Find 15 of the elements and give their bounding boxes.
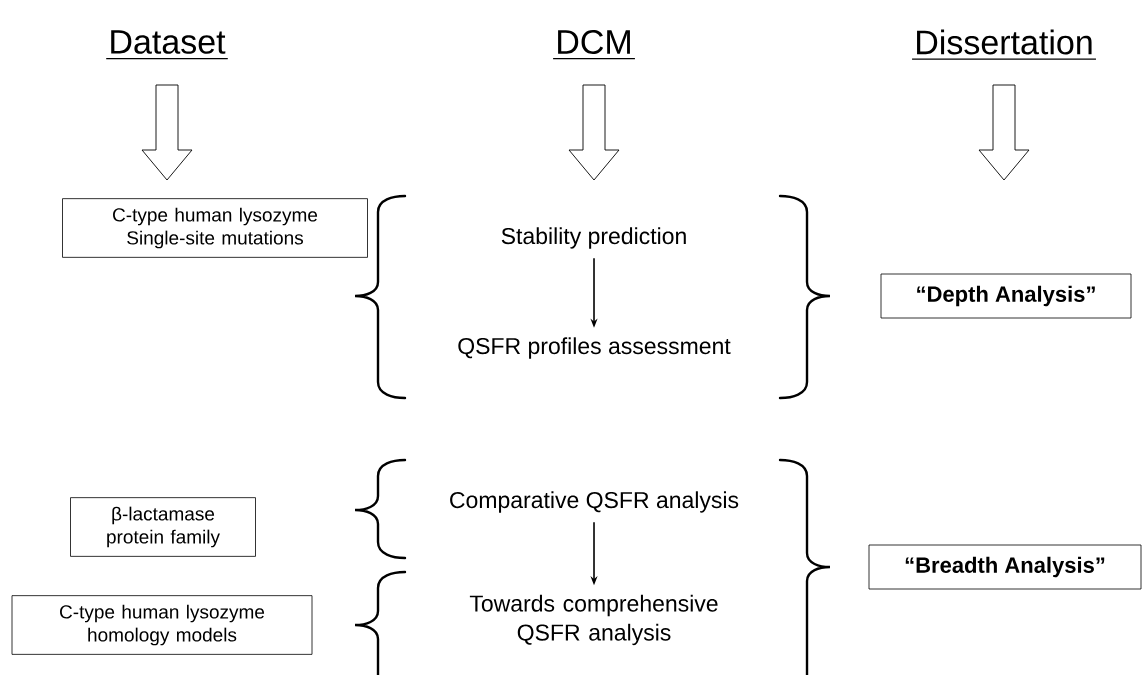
result-box: “Depth Analysis” — [880, 273, 1132, 319]
dataset-box: β-lactamase protein family — [70, 497, 256, 557]
column-heading: Dissertation — [911, 29, 1097, 60]
hollow-arrow — [141, 84, 193, 181]
dataset-box: C-type human lysozyme homology models — [11, 595, 313, 655]
step-text: QSFR profiles assessment — [458, 337, 731, 359]
column-heading: Dataset — [105, 30, 229, 60]
step-text: Comparative QSFR analysis — [450, 491, 739, 513]
hollow-arrow — [978, 84, 1030, 181]
result-box: “Breadth Analysis” — [868, 544, 1142, 590]
hollow-arrow — [568, 84, 620, 181]
column-heading: DCM — [552, 29, 636, 60]
step-text: Stability prediction — [501, 227, 686, 249]
dataset-box: C-type human lysozyme Single-site mutations — [62, 198, 368, 258]
step-text: Towards comprehensive QSFR analysis — [469, 594, 718, 646]
